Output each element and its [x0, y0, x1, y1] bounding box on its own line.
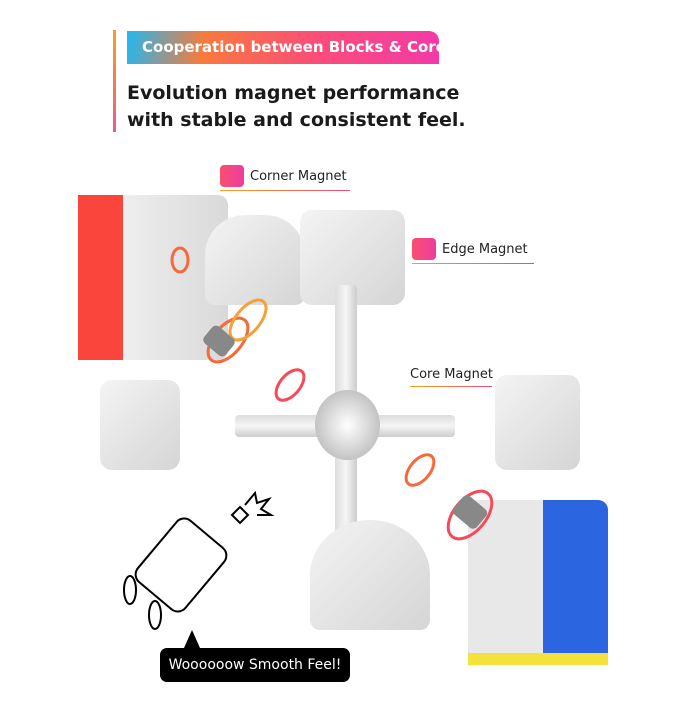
core-hub: [315, 390, 380, 460]
corner-label-underline: [220, 190, 350, 191]
core-magnet-text: Core Magnet: [410, 367, 493, 382]
core-label-underline: [410, 386, 492, 387]
edge-magnet-text: Edge Magnet: [442, 242, 528, 257]
center-piece-left: [100, 380, 180, 470]
center-piece-right: [495, 375, 580, 470]
edge-piece-bottom: [310, 520, 430, 630]
accent-bar: [113, 30, 116, 132]
edge-label-marker-icon: [412, 238, 436, 260]
section-banner: Cooperation between Blocks & Core: [127, 31, 446, 64]
headline-line-2: with stable and consistent feel.: [127, 109, 466, 131]
edge-label-underline: [412, 263, 534, 264]
headline-line-1: Evolution magnet performance: [127, 82, 460, 104]
speech-bubble-text: Woooooow Smooth Feel!: [168, 657, 342, 673]
speech-bubble: [160, 648, 350, 682]
corner-piece-blue: [468, 500, 608, 665]
edge-piece-top: [205, 215, 305, 305]
cube-mascot-icon: [123, 490, 275, 630]
corner-magnet-text: Corner Magnet: [250, 169, 347, 184]
corner-piece-red: [78, 195, 228, 360]
speech-bubble-tail: [184, 630, 200, 648]
corner-label-marker-icon: [220, 165, 244, 187]
